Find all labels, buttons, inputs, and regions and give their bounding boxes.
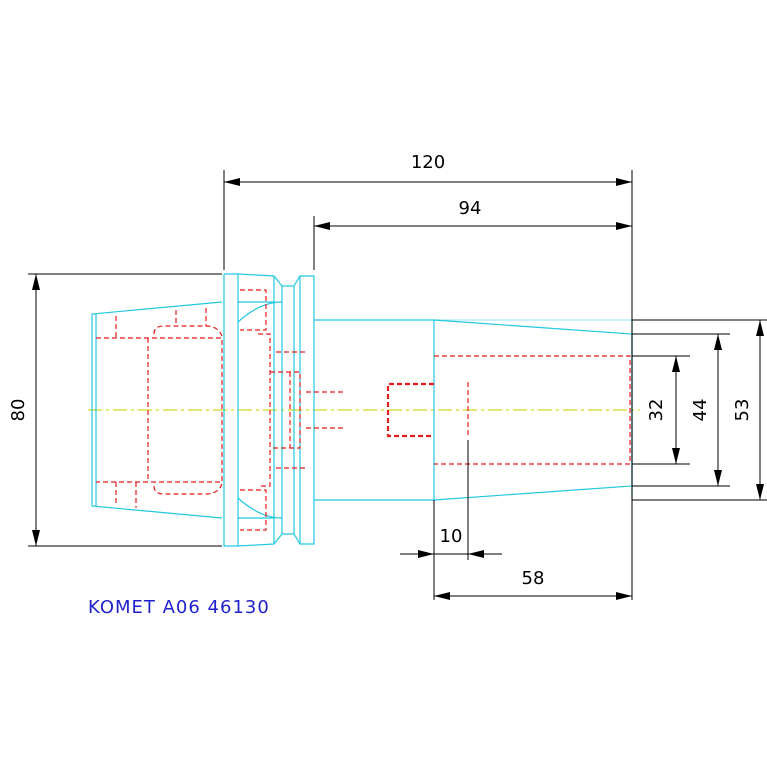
dimensions	[28, 170, 767, 600]
dim-label-32: 32	[646, 399, 667, 422]
dim-label-94: 94	[459, 198, 482, 219]
hidden-lines	[96, 289, 631, 531]
dim-label-10: 10	[440, 526, 463, 547]
taper-shank	[91, 301, 223, 519]
part-number-caption: KOMET A06 46130	[88, 597, 270, 618]
dim-label-44: 44	[690, 399, 711, 422]
dim-label-120: 120	[411, 152, 445, 173]
dim-label-58: 58	[522, 568, 545, 589]
dim-label-53: 53	[732, 399, 753, 422]
dim-label-80: 80	[8, 399, 29, 422]
